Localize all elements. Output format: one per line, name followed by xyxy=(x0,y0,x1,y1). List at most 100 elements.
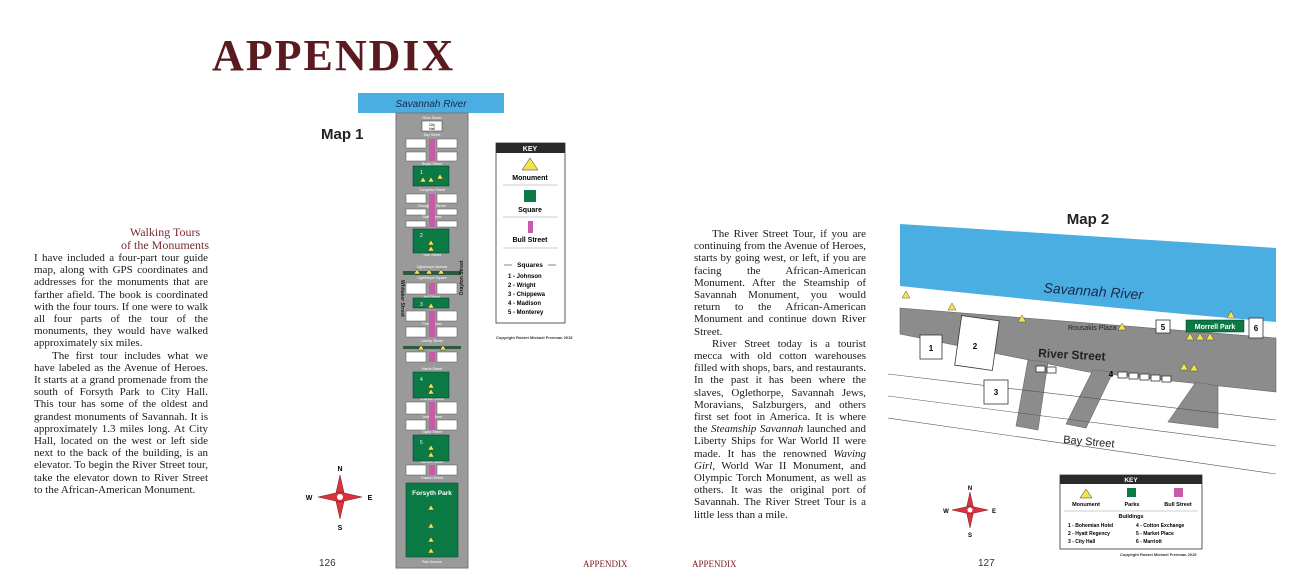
map2-bay-street: Bay Street xyxy=(1063,434,1115,450)
left-page-number: 126 xyxy=(319,558,336,569)
right-paragraph-1: The River Street Tour, if you are contin… xyxy=(694,228,866,338)
map1-key-square-5: 5 - Monterey xyxy=(508,310,544,316)
map2-key-bull-street: Bull Street xyxy=(1164,502,1192,508)
page-title: APPENDIX xyxy=(212,31,456,80)
map1-key-bull-street: Bull Street xyxy=(512,237,548,244)
map2-building-5 xyxy=(1155,319,1171,334)
right-p2-italic1: Steamship Savannah xyxy=(711,423,804,436)
right-paragraph-2: River Street today is a tourist mecca wi… xyxy=(694,338,866,521)
section-subheading: Walking Tours of the Monuments xyxy=(60,226,270,251)
map2-building-3 xyxy=(983,379,1009,405)
map1-compass-w: W xyxy=(306,495,313,502)
map1-oglethorpe-band xyxy=(403,271,461,275)
map2-buildings xyxy=(919,315,1264,405)
map1-compass: N S W E xyxy=(306,466,373,532)
map1-street-gordon: Gordon Street xyxy=(421,460,444,464)
map1-compass-e: E xyxy=(368,495,373,502)
left-footer: APPENDIX xyxy=(583,559,628,569)
map1-key-square-1: 1 - Johnson xyxy=(508,274,542,280)
right-p2-part3: , World War II Monument, and Olympic Tor… xyxy=(694,459,866,521)
map1-street-harris: Harris Street xyxy=(422,367,442,371)
map2-building-2-number: 2 xyxy=(973,342,978,351)
map2-ramp-1 xyxy=(1015,359,1049,431)
map1-square-1-number: 1 xyxy=(420,170,423,176)
map2-key: KEY Monument Parks Bull Street Buildings… xyxy=(1059,474,1203,550)
map2-building-5-number: 5 xyxy=(1161,323,1166,332)
map2-road-line-2 xyxy=(888,395,1277,447)
left-paragraph-1: I have included a four-part tour guide m… xyxy=(34,252,208,350)
map2-key-building-5: 5 - Market Place xyxy=(1136,531,1174,537)
map2-building-4-number: 4 xyxy=(1109,370,1114,379)
map2-key-monument: Monument xyxy=(1072,502,1100,508)
map1-street-charlton: Charlton Street xyxy=(420,397,444,401)
map1-monuments xyxy=(413,173,447,554)
map2-key-parks-icon xyxy=(1127,488,1136,497)
map2-morrell-park-label: Morrell Park xyxy=(1195,324,1236,331)
map1-key-bull-icon xyxy=(528,221,533,233)
map2: Map 2 Savannah River Bay Street River St… xyxy=(888,211,1277,557)
subheading-line-2: of the Monuments xyxy=(121,237,209,252)
map2-river-label: Savannah River xyxy=(1043,280,1145,303)
map2-building-2 xyxy=(954,315,1000,371)
map1-compass-s: S xyxy=(338,525,343,532)
map2-compass-e: E xyxy=(992,509,996,515)
subheading-line-1: Walking Tours xyxy=(129,225,201,239)
map1-key-square-4: 4 - Madison xyxy=(508,301,541,307)
map2-rousakis-plaza: Rousakis Plaza xyxy=(1068,325,1116,332)
map2-key-building-4: 4 - Cotton Exchange xyxy=(1136,523,1185,529)
right-body-text: The River Street Tour, if you are contin… xyxy=(694,228,866,521)
map1-key-monument: Monument xyxy=(512,175,548,182)
map1-key-monument-icon xyxy=(521,157,539,171)
right-footer: APPENDIX xyxy=(692,559,737,569)
map1-key-square: Square xyxy=(518,207,542,214)
map1-street-gaston: Gaston Street xyxy=(421,476,443,480)
map2-key-buildings-heading: Buildings xyxy=(1118,514,1143,520)
map1-street-hull: Hull Street xyxy=(424,295,441,299)
map1-river-label: Savannah River xyxy=(395,99,467,110)
right-p2-italic2: Waving Girl xyxy=(694,447,866,472)
map1-oglethorpe-square: Oglethorpe Square xyxy=(417,276,447,280)
map1-key-squares-heading: Squares xyxy=(517,262,543,269)
map1-drayton-street: Drayton Street xyxy=(459,260,465,295)
right-page-number: 127 xyxy=(978,558,995,569)
map2-ramp-3 xyxy=(1167,381,1219,429)
map1-square-5-number: 5 xyxy=(420,440,423,446)
map2-building-1 xyxy=(919,334,943,360)
map1-street-oglethorpe: Oglethorpe Avenue xyxy=(417,265,448,269)
right-p2-part2: launched and Liberty Ships for War World… xyxy=(694,423,866,460)
map1-key: KEY Monument Square Bull Street Squares … xyxy=(495,142,566,324)
map2-key-monument-icon xyxy=(1079,488,1093,499)
map1-street-bay: Bay Street xyxy=(424,133,441,137)
map1-copyright: Copyright Robert Michael Freeman 2015 xyxy=(496,335,573,340)
map2-key-building-1: 1 - Bohemian Hotel xyxy=(1068,523,1114,529)
map1-square-1 xyxy=(412,165,450,187)
map1-street-york: York Street xyxy=(423,253,441,257)
map2-morrell-park xyxy=(1185,319,1245,333)
map1-street-river: River Street xyxy=(423,116,442,120)
map1-street-taylor: Taylor Street xyxy=(422,430,442,434)
map1-key-title: KEY xyxy=(523,146,538,153)
map1-key-square-icon xyxy=(524,190,536,202)
map2-compass-s: S xyxy=(968,533,972,539)
map2-key-building-3: 3 - City Hall xyxy=(1068,539,1096,545)
map2-key-building-6: 6 - Marriott xyxy=(1136,539,1162,545)
map2-label: Map 2 xyxy=(1067,211,1110,228)
map2-building-6-number: 6 xyxy=(1254,324,1259,333)
map1-city-hall-line1: City xyxy=(429,123,435,127)
map1-city-hall-line2: Hall xyxy=(429,127,435,131)
right-p2-part1: River Street today is a tourist mecca wi… xyxy=(694,337,866,436)
map2-compass-w: W xyxy=(943,509,949,515)
map1-square-4-number: 4 xyxy=(420,377,423,383)
map2-building-6 xyxy=(1248,317,1264,339)
map2-ramp-2 xyxy=(1065,369,1114,429)
map2-key-building-2: 2 - Hyatt Regency xyxy=(1068,531,1110,537)
left-paragraph-2: The first tour includes what we have lab… xyxy=(34,349,208,496)
left-body-text: I have included a four-part tour guide m… xyxy=(34,252,208,496)
map1-label: Map 1 xyxy=(321,126,364,143)
map2-building-1-number: 1 xyxy=(929,344,934,353)
map1-compass-n: N xyxy=(337,466,342,473)
map2-monuments xyxy=(901,290,1236,372)
map2-copyright: Copyright Robert Michael Freeman 2015 xyxy=(1120,552,1197,557)
map2-river-street: River Street xyxy=(1038,346,1106,364)
map1-river xyxy=(358,93,504,113)
